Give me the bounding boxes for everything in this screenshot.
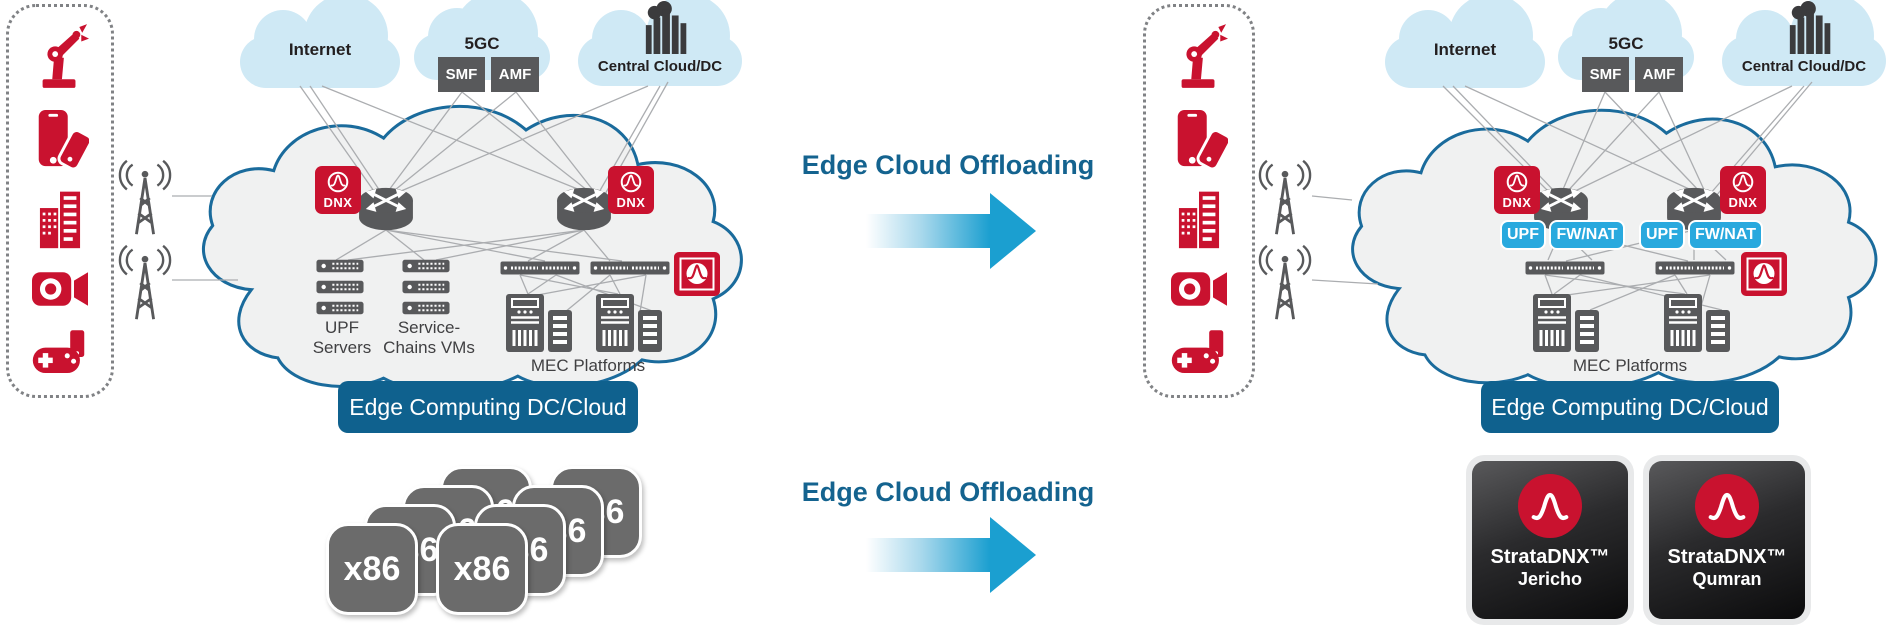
edge-computing-banner-left: Edge Computing DC/Cloud (338, 381, 638, 433)
broadcom-pulse-icon (327, 171, 349, 193)
server-icon (402, 259, 450, 273)
dnx-badge-label: DNX (1502, 195, 1532, 210)
datacenter-building-icon (1786, 0, 1838, 56)
amf-box: AMF (491, 57, 539, 92)
server-icon (316, 280, 364, 294)
5gc-cloud-label: 5GC (1608, 34, 1644, 53)
mec-platforms-label: MEC Platforms (530, 356, 646, 375)
offloading-title-bottom: Edge Cloud Offloading (801, 477, 1095, 507)
cell-tower-icon (116, 158, 174, 238)
dnx-badge: DNX (1720, 166, 1766, 214)
stratadnx-jericho-chip: StrataDNX™ Jericho (1466, 455, 1634, 625)
offloading-title-top: Edge Cloud Offloading (801, 150, 1095, 180)
server-icon (402, 280, 450, 294)
upf-servers-label: UPF Servers (312, 318, 372, 357)
x86-server-box: x86 (326, 523, 418, 615)
server-tower-icon (596, 294, 634, 352)
switch-icon (1525, 261, 1605, 275)
broadcom-pulse-icon (620, 171, 642, 193)
internet-cloud-label: Internet (1433, 40, 1497, 59)
smf-box: SMF (438, 57, 485, 92)
switch-icon (590, 261, 670, 275)
video-camera-icon (1171, 267, 1227, 311)
x86-server-box: x86 (436, 523, 528, 615)
dnx-badge-label: DNX (323, 195, 353, 210)
endpoint-devices-panel-left (6, 4, 114, 398)
dnx-badge: DNX (608, 166, 654, 214)
service-chains-vms-label: Service- Chains VMs (383, 318, 475, 357)
broadcom-logo-icon (1695, 474, 1759, 538)
endpoint-devices-panel-right (1143, 4, 1255, 398)
chip-brand-label: StrataDNX™ (1667, 546, 1787, 568)
server-icon (402, 301, 450, 315)
fw-nat-box: FW/NAT (1688, 220, 1763, 250)
switch-icon (1655, 261, 1735, 275)
stratadnx-qumran-chip: StrataDNX™ Qumran (1643, 455, 1811, 625)
server-icon (316, 259, 364, 273)
internet-cloud-left (240, 0, 400, 88)
cell-tower-icon (116, 243, 174, 323)
internet-cloud-label: Internet (288, 40, 352, 59)
smartphone-icon (1170, 106, 1228, 172)
dnx-badge: DNX (1494, 166, 1540, 214)
broadcom-badge (1741, 252, 1787, 296)
dnx-badge-label: DNX (1728, 195, 1758, 210)
5gc-cloud-label: 5GC (464, 34, 500, 53)
dnx-badge-label: DNX (616, 195, 646, 210)
server-tower-small-icon (1706, 310, 1730, 352)
broadcom-logo-icon (1518, 474, 1582, 538)
mec-platforms-label: MEC Platforms (1572, 356, 1688, 375)
upf-box: UPF (1500, 220, 1546, 250)
server-tower-icon (1664, 294, 1702, 352)
internet-cloud-right (1385, 0, 1545, 88)
chip-brand-label: StrataDNX™ (1490, 546, 1610, 568)
broadcom-pulse-icon (1746, 257, 1782, 291)
edge-computing-banner-right: Edge Computing DC/Cloud (1481, 381, 1779, 433)
broadcom-pulse-icon (679, 257, 715, 291)
broadcom-pulse-icon (1506, 171, 1528, 193)
datacenter-building-icon (642, 0, 694, 56)
dnx-badge: DNX (315, 166, 361, 214)
game-controller-icon (1170, 327, 1228, 381)
server-tower-small-icon (548, 310, 572, 352)
smartphone-icon (31, 106, 89, 172)
video-camera-icon (32, 267, 88, 311)
server-tower-icon (1533, 294, 1571, 352)
cell-tower-icon (1256, 243, 1314, 323)
server-tower-small-icon (638, 310, 662, 352)
switch-icon (500, 261, 580, 275)
amf-box: AMF (1635, 57, 1683, 92)
broadcom-pulse-icon (1732, 171, 1754, 193)
upf-box: UPF (1639, 220, 1685, 250)
robot-arm-icon (31, 23, 89, 89)
central-cloud-right (1722, 0, 1886, 86)
central-cloud-label: Central Cloud/DC (597, 58, 723, 75)
server-icon (316, 301, 364, 315)
broadcom-badge (674, 252, 720, 296)
chip-model-label: Jericho (1517, 569, 1583, 589)
offloading-arrow-top-head (990, 193, 1036, 269)
robot-arm-icon (1170, 23, 1228, 89)
chip-model-label: Qumran (1692, 569, 1762, 589)
router-icon (554, 184, 614, 234)
server-tower-small-icon (1575, 310, 1599, 352)
offloading-arrow-bottom-head (990, 517, 1036, 593)
router-icon (356, 184, 416, 234)
cell-tower-icon (1256, 158, 1314, 238)
fw-nat-box: FW/NAT (1549, 220, 1625, 250)
game-controller-icon (31, 327, 89, 381)
offloading-arrow-top (866, 214, 990, 248)
building-icon (32, 188, 88, 250)
offloading-arrow-bottom (866, 538, 990, 572)
server-tower-icon (506, 294, 544, 352)
central-cloud-label: Central Cloud/DC (1741, 58, 1867, 75)
smf-box: SMF (1582, 57, 1629, 92)
building-icon (1171, 188, 1227, 250)
